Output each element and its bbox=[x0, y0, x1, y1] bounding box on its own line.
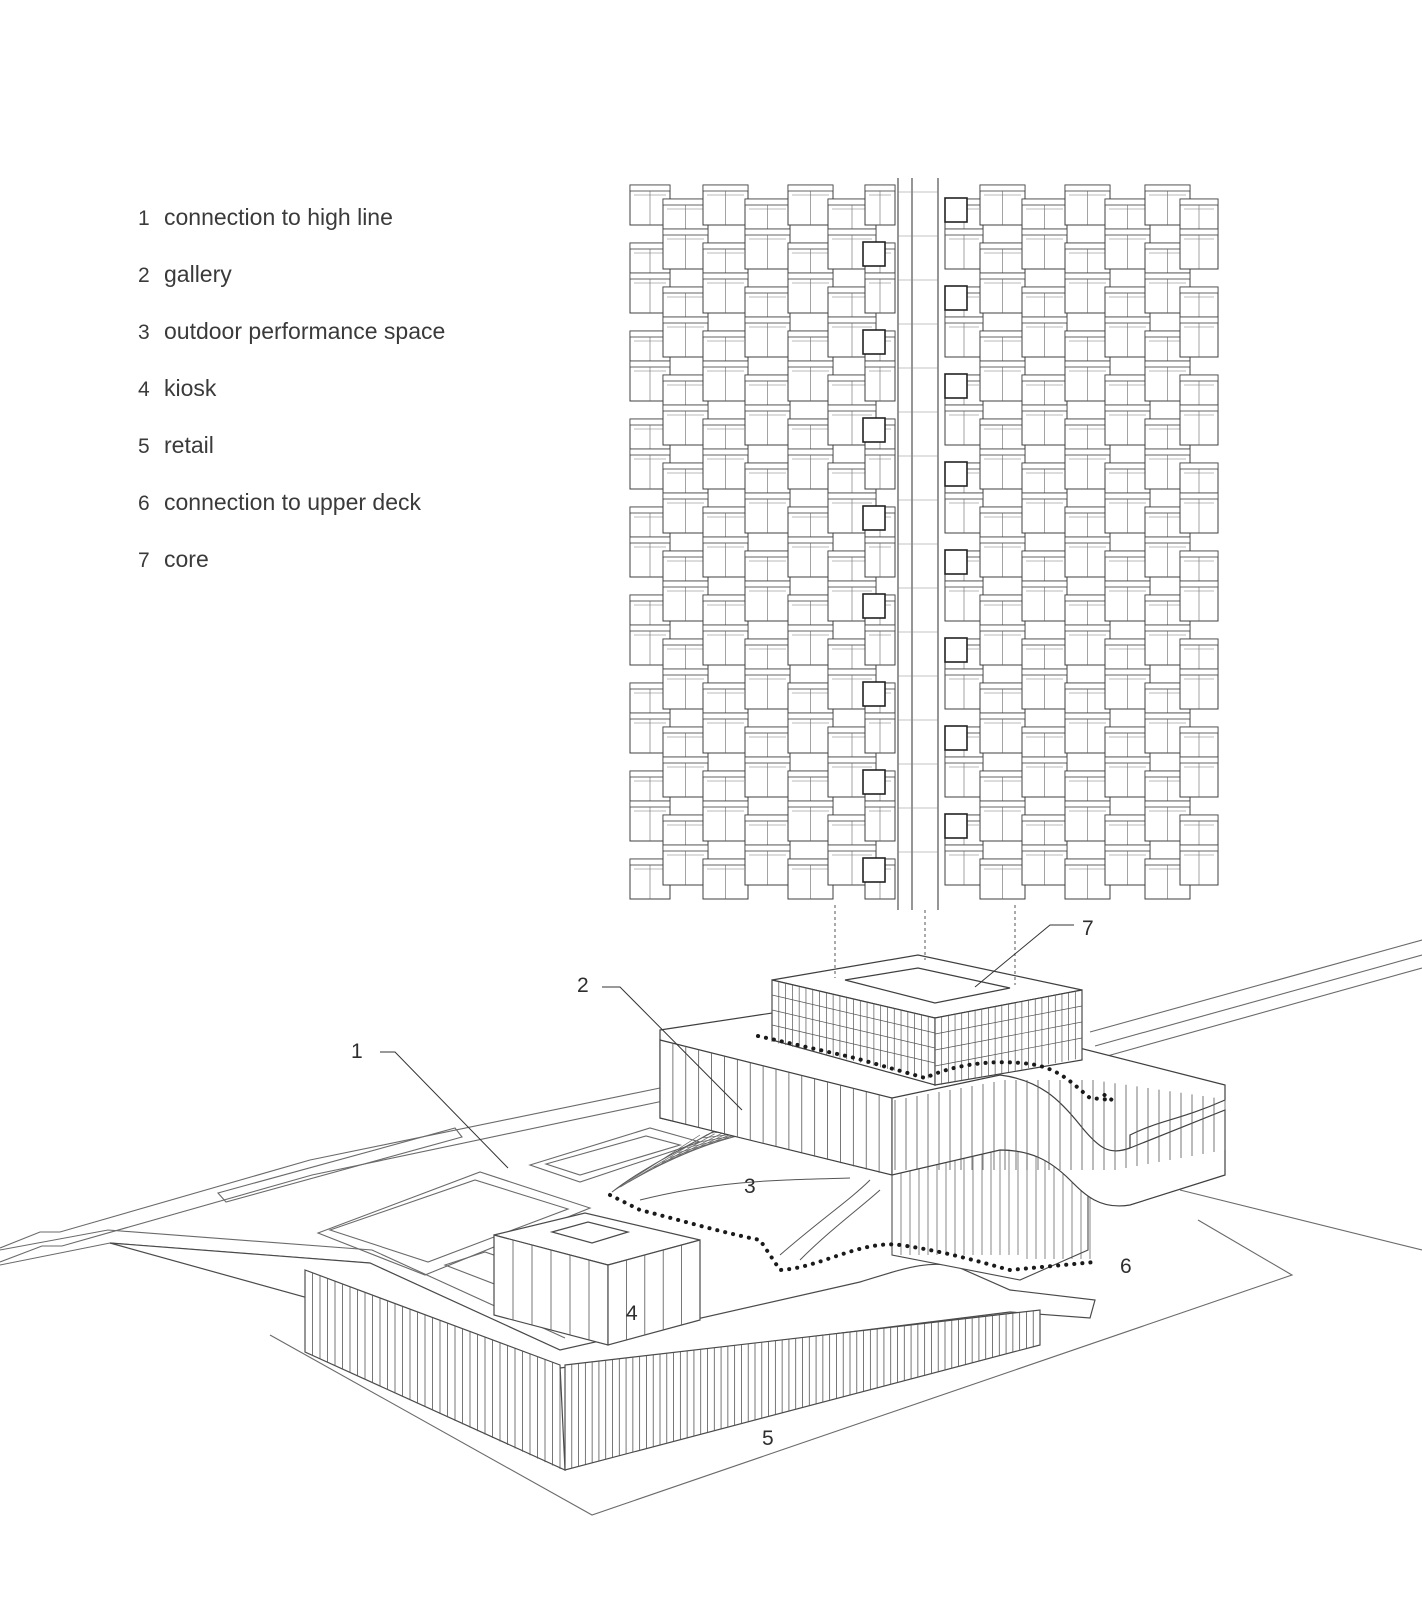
core-mullions bbox=[771, 980, 1083, 1086]
callout-numbers: 1 2 3 4 5 6 7 bbox=[351, 917, 1132, 1450]
legend-number: 1 bbox=[138, 207, 150, 230]
podium-mullions bbox=[891, 1140, 1091, 1259]
legend-label: core bbox=[164, 546, 209, 572]
legend-item-7: 7 core bbox=[138, 546, 209, 578]
legend-number: 2 bbox=[138, 264, 150, 287]
legend-item-3: 3 outdoor performance space bbox=[138, 318, 445, 350]
legend-item-2: 2 gallery bbox=[138, 261, 232, 293]
legend-label: connection to upper deck bbox=[164, 489, 422, 515]
kiosk bbox=[493, 1212, 701, 1346]
legend-number: 7 bbox=[138, 549, 150, 572]
legend-number: 6 bbox=[138, 492, 150, 515]
circulation-path bbox=[608, 1034, 1114, 1273]
legend-number: 3 bbox=[138, 321, 150, 344]
projection-lines bbox=[834, 905, 1016, 985]
callout-5: 5 bbox=[762, 1427, 774, 1450]
legend-item-6: 6 connection to upper deck bbox=[138, 489, 421, 521]
callout-4: 4 bbox=[626, 1302, 638, 1325]
legend-item-5: 5 retail bbox=[138, 432, 214, 464]
leader-lines bbox=[380, 924, 1074, 1169]
legend-label: outdoor performance space bbox=[164, 318, 446, 344]
legend-label: connection to high line bbox=[164, 204, 393, 230]
legend-item-4: 4 kiosk bbox=[138, 375, 216, 407]
callout-3: 3 bbox=[744, 1175, 756, 1198]
legend-number: 4 bbox=[138, 378, 150, 401]
callout-2: 2 bbox=[577, 974, 589, 997]
callout-6: 6 bbox=[1120, 1255, 1132, 1278]
callout-1: 1 bbox=[351, 1040, 363, 1063]
kiosk-mullions bbox=[512, 1240, 682, 1340]
legend-item-1: 1 connection to high line bbox=[138, 204, 393, 236]
legend-label: gallery bbox=[164, 261, 232, 287]
retail-mullions bbox=[304, 1270, 1041, 1470]
tower-balcony-modules bbox=[629, 184, 1219, 900]
callout-7: 7 bbox=[1082, 917, 1094, 940]
legend-label: kiosk bbox=[164, 375, 217, 401]
legend-label: retail bbox=[164, 432, 214, 458]
gallery-mullions bbox=[659, 1040, 1226, 1176]
legend-number: 5 bbox=[138, 435, 150, 458]
